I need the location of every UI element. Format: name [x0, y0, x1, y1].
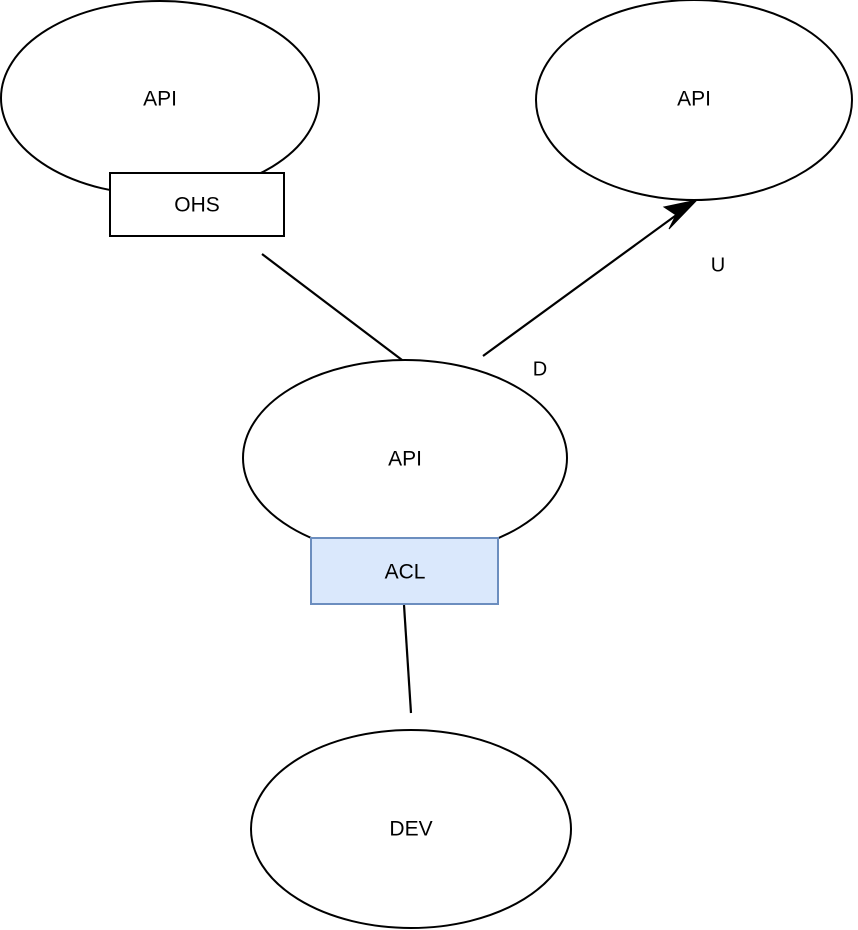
edge-label-d: D [533, 358, 547, 380]
node-api-center[interactable]: API [242, 359, 568, 557]
edge-labels-layer: U D [533, 254, 725, 380]
node-ohs[interactable]: OHS [109, 172, 285, 237]
edge-acl-to-dev[interactable] [402, 604, 413, 714]
acl-rect[interactable] [310, 537, 499, 605]
edge-label-u: U [711, 254, 725, 276]
dev-ellipse[interactable] [250, 729, 572, 929]
ohs-rect[interactable] [109, 172, 285, 237]
acl-label: ACL [385, 561, 426, 584]
api-upstream-left-label: API [143, 88, 177, 111]
api-upstream-right-label: API [677, 88, 711, 111]
node-api-upstream-right[interactable]: API [535, 0, 853, 201]
dev-label: DEV [389, 818, 432, 841]
node-api-upstream-left[interactable]: API [0, 0, 320, 196]
api-center-label: API [388, 448, 422, 471]
node-acl[interactable]: ACL [310, 537, 499, 605]
arrowhead-up-icon [662, 199, 699, 230]
node-dev[interactable]: DEV [250, 729, 572, 929]
ohs-label: OHS [174, 194, 220, 217]
api-upstream-right-ellipse[interactable] [535, 0, 853, 201]
edge-api-center-to-api-upstream-right[interactable] [482, 207, 687, 357]
edges-layer [261, 207, 687, 714]
edge-ohs-to-api-center[interactable] [261, 253, 407, 364]
